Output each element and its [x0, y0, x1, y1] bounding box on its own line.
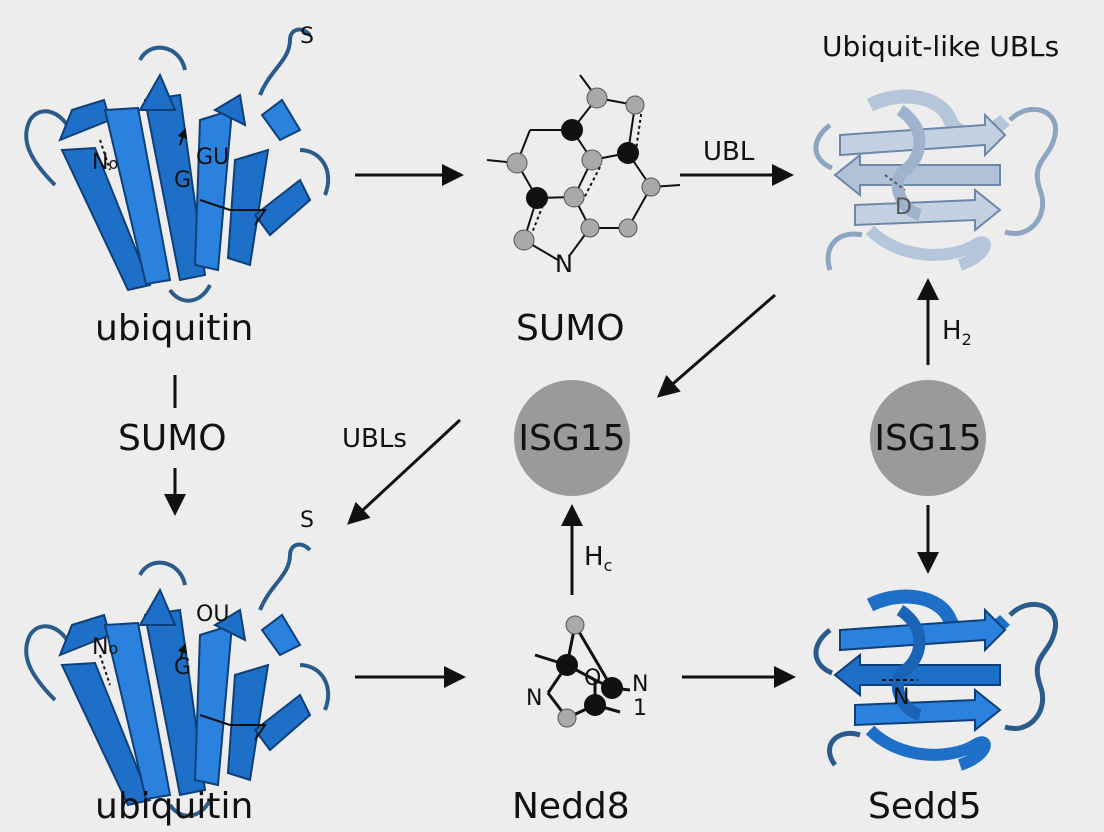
arrows	[164, 164, 939, 688]
node-label-sedd5: Sedd5	[868, 786, 982, 827]
edge-label-h2: H2	[942, 316, 972, 349]
edge-label-hc: Hc	[584, 542, 613, 575]
edge-label-h2-sub: 2	[961, 330, 972, 349]
ub-top-s-label: S	[300, 24, 314, 49]
ub-top-g-label: G	[174, 168, 192, 193]
node-label-ubiquitin-top: ubiquitin	[95, 308, 254, 349]
edge-label-hc-main: H	[584, 542, 604, 572]
ub-bot-n: N	[92, 635, 109, 660]
ubl-protein-label: D	[895, 195, 912, 220]
node-label-sumo-top: SUMO	[516, 308, 625, 349]
ub-top-gu-label: GU	[196, 145, 230, 170]
nedd-n-right-label: N	[632, 672, 649, 697]
nedd-one-label: 1	[633, 696, 647, 721]
edge-label-h2-main: H	[942, 316, 962, 346]
nedd-n-left-label: N	[526, 686, 543, 711]
edge-label-hc-sub: c	[603, 556, 613, 575]
ub-bot-g-label: G	[174, 655, 192, 680]
isg15-center-node: ISG15	[514, 380, 630, 496]
ub-top-n-label: No	[92, 150, 118, 175]
sedd-protein-label: N	[893, 685, 910, 710]
isg15-right-label: ISG15	[874, 417, 982, 459]
isg15-right-node: ISG15	[870, 380, 986, 496]
nedd-o-label: O	[584, 666, 602, 691]
ubiquitin-top-structure	[24, 27, 331, 303]
node-label-sumo-left: SUMO	[118, 418, 227, 459]
ub-top-n-sub: o	[108, 154, 119, 173]
ubiquitin-bottom-structure	[24, 542, 331, 818]
sedd5-protein-structure	[813, 589, 1058, 771]
ub-top-n: N	[92, 150, 109, 175]
nedd8-atoms	[556, 615, 623, 728]
edge-label-ubls: UBLs	[342, 424, 407, 454]
arrow-ubls-to-ubiquitin	[347, 418, 462, 525]
nedd8-molecule	[534, 624, 631, 720]
ub-bot-s-label: S	[300, 508, 314, 533]
ub-bot-ou-label: OU	[196, 602, 230, 627]
sumo-atoms	[506, 87, 661, 251]
ub-bot-n-sub: o	[108, 639, 119, 658]
node-label-nedd8: Nedd8	[512, 786, 630, 827]
edge-label-ubl: UBL	[703, 137, 755, 167]
arrow-ubl-to-isg15	[656, 293, 776, 398]
diagram-title: Ubiquit-like UBLs	[822, 30, 1060, 63]
ubl-protein-structure	[813, 89, 1058, 271]
isg15-center-label: ISG15	[518, 417, 626, 459]
sumo-mol-n-label: N	[555, 250, 573, 278]
node-label-ubiquitin-bottom: ubiquitin	[95, 786, 254, 827]
ub-bot-n-label: No	[92, 635, 118, 660]
